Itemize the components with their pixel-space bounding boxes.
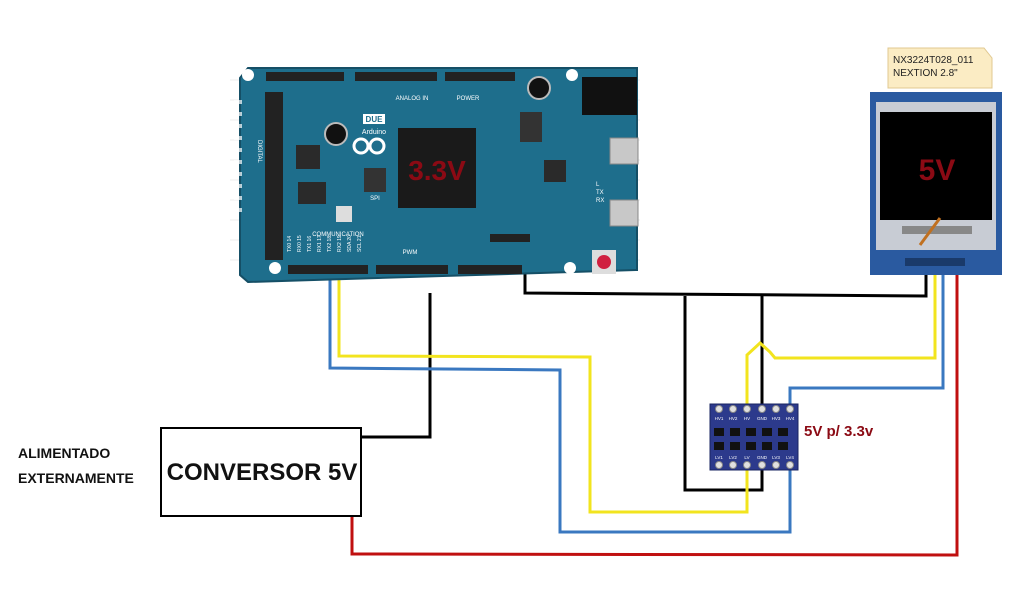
mounting-hole bbox=[566, 69, 578, 81]
arduino-voltage-label: 3.3V bbox=[408, 155, 466, 186]
power-note-line2: EXTERNAMENTE bbox=[18, 470, 134, 486]
regulator-chip bbox=[298, 182, 326, 204]
arduino-due-board: DUE Arduino ANALOG IN POWER COMMUNICATIO… bbox=[234, 67, 639, 284]
pin-label: TX2 18 bbox=[327, 236, 333, 252]
header-pwm-2 bbox=[458, 265, 522, 274]
pin-label: RX0 15 bbox=[297, 235, 303, 252]
small-chip bbox=[296, 145, 320, 169]
pin-label: RX2 19 bbox=[337, 235, 343, 252]
shifter-pin-label: LV bbox=[744, 455, 749, 460]
display-model-line2: NEXTION 2.8" bbox=[893, 68, 958, 79]
header-analog bbox=[355, 72, 437, 81]
pin-label: SDA 20 bbox=[347, 235, 353, 252]
converter-box bbox=[160, 427, 362, 517]
wire-black bbox=[362, 258, 928, 492]
display-screen bbox=[880, 112, 992, 220]
erase-button bbox=[336, 206, 352, 222]
rx-led-text: RX bbox=[596, 198, 604, 204]
usb-port bbox=[609, 199, 639, 227]
communication-text: COMMUNICATION bbox=[312, 232, 364, 238]
small-chip-right bbox=[544, 160, 566, 182]
capacitor bbox=[527, 76, 551, 100]
tx-led-text: TX bbox=[596, 190, 604, 196]
shifter-pin-label: HV1 bbox=[715, 416, 724, 421]
due-badge bbox=[363, 114, 385, 124]
level-shifter: HV1 HV2 HV GND HV3 HV4 LV1 LV2 LV GND LV… bbox=[709, 403, 874, 471]
capacitor bbox=[324, 122, 348, 146]
due-text: DUE bbox=[366, 115, 384, 124]
wire-yellow bbox=[337, 270, 937, 514]
shifter-pin-label: LV3 bbox=[772, 455, 780, 460]
display-connector bbox=[905, 258, 965, 266]
wire-red bbox=[350, 270, 959, 557]
converter: CONVERSOR 5V bbox=[160, 427, 362, 517]
pin-label: TX1 16 bbox=[307, 236, 313, 252]
spi-text: SPI bbox=[370, 196, 380, 202]
header-digital-vertical bbox=[265, 92, 283, 260]
usb-port bbox=[609, 137, 639, 165]
comm-pin-labels: TX0 14 RX0 15 TX1 16 RX1 17 TX2 18 RX2 1… bbox=[287, 235, 363, 252]
power-note: ALIMENTADO EXTERNAMENTE bbox=[18, 445, 134, 486]
level-shifter-label: 5V p/ 3.3v bbox=[804, 423, 874, 440]
analog-in-text: ANALOG IN bbox=[396, 96, 429, 102]
wire-blue bbox=[328, 270, 945, 534]
icsp-header bbox=[520, 112, 542, 142]
digital-text: DIGITAL bbox=[256, 140, 262, 164]
shifter-pin-label: HV4 bbox=[786, 416, 795, 421]
arduino-logo bbox=[352, 137, 386, 155]
converter-label: CONVERSOR 5V bbox=[167, 459, 358, 486]
header-power bbox=[445, 72, 515, 81]
shifter-pin-label: LV1 bbox=[715, 455, 723, 460]
display-voltage-label: 5V bbox=[919, 154, 956, 187]
shifter-pin-label: HV bbox=[744, 416, 750, 421]
pwm-text: PWM bbox=[403, 250, 418, 256]
dc-jack bbox=[582, 77, 637, 115]
shifter-pin-label: LV2 bbox=[729, 455, 737, 460]
level-shifter-board bbox=[709, 403, 799, 471]
pin-label: TX0 14 bbox=[287, 236, 293, 252]
shifter-pin-label: LV4 bbox=[786, 455, 794, 460]
display-flex-cable bbox=[902, 226, 972, 234]
mounting-hole bbox=[564, 262, 576, 274]
header-top-left bbox=[266, 72, 344, 81]
display-connector-wire bbox=[918, 217, 942, 246]
arduino-text: Arduino bbox=[362, 129, 386, 136]
mounting-hole bbox=[269, 262, 281, 274]
shifter-pin-label: HV2 bbox=[729, 416, 738, 421]
shifter-pin-label: GND bbox=[757, 455, 768, 460]
sam3x-chip bbox=[398, 128, 476, 208]
display-tag bbox=[887, 47, 993, 89]
l-led-text: L bbox=[596, 182, 600, 188]
nextion-display: NX3224T028_011 NEXTION 2.8" 5V bbox=[870, 47, 1002, 275]
power-note-line1: ALIMENTADO bbox=[18, 445, 110, 461]
power-text: POWER bbox=[457, 96, 480, 102]
pin-label: RX1 17 bbox=[317, 235, 323, 252]
pin-label: SCL 21 bbox=[357, 235, 363, 252]
header-pwm bbox=[376, 265, 448, 274]
header-communication bbox=[288, 265, 368, 274]
shifter-pin-label: HV3 bbox=[772, 416, 781, 421]
header-small bbox=[490, 234, 530, 242]
reset-button bbox=[597, 255, 611, 269]
shifter-pin-label: GND bbox=[757, 416, 768, 421]
display-model-line1: NX3224T028_011 bbox=[893, 55, 974, 66]
mounting-hole bbox=[242, 69, 254, 81]
spi-header bbox=[364, 168, 386, 192]
